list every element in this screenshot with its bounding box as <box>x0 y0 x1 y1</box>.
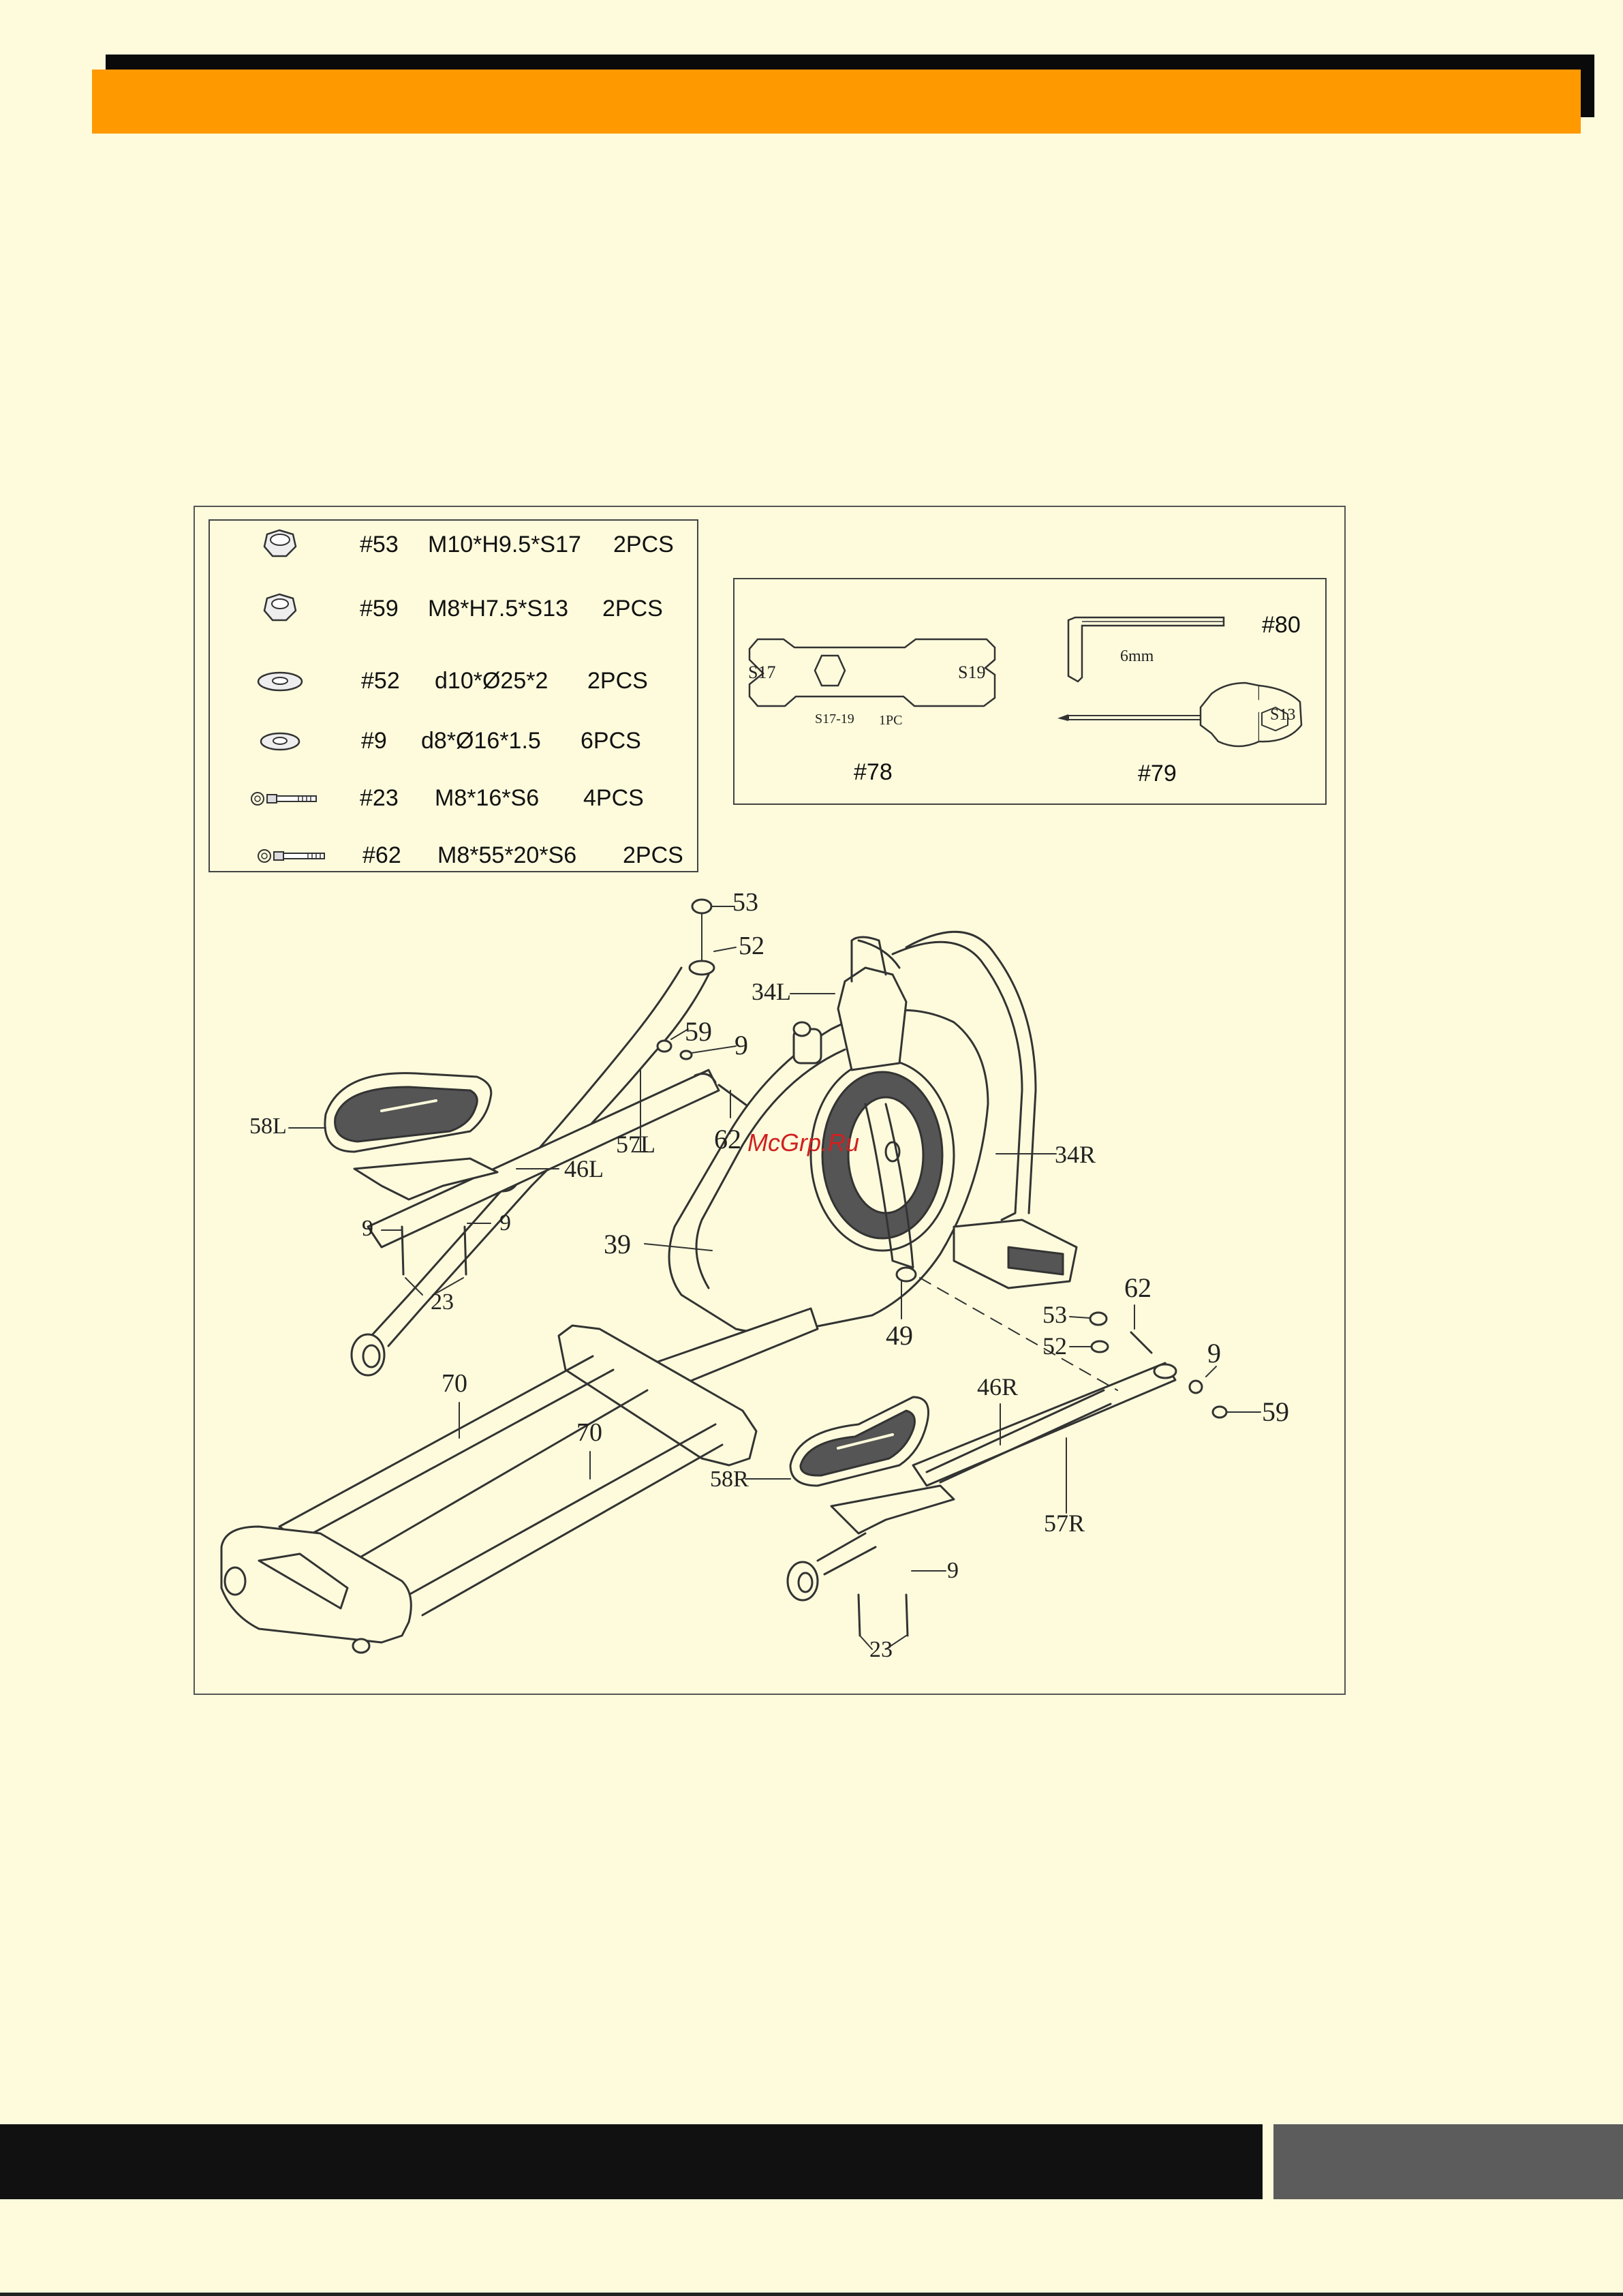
part-label-9: 9 <box>735 1029 748 1061</box>
bolt-icon <box>237 778 326 819</box>
hardware-code: #52 <box>361 668 400 694</box>
part-label-59: 59 <box>685 1015 712 1047</box>
part-label-57R: 57R <box>1044 1509 1085 1537</box>
hardware-code: #62 <box>362 842 401 869</box>
washer-icon <box>237 661 326 702</box>
part-label-53: 53 <box>732 887 758 917</box>
part-label-49: 49 <box>886 1319 913 1351</box>
hardware-spec: M10*H9.5*S17 <box>428 532 581 558</box>
hardware-item: #52 d10*Ø25*2 2PCS <box>210 661 697 702</box>
part-label-9: 9 <box>947 1558 959 1584</box>
part-label-46L: 46L <box>564 1154 604 1183</box>
washer-icon <box>237 721 326 762</box>
hardware-code: #53 <box>360 532 399 558</box>
hardware-qty: 2PCS <box>623 842 683 869</box>
hardware-item: #59 M8*H7.5*S13 2PCS <box>210 589 697 630</box>
hardware-spec: d8*Ø16*1.5 <box>421 728 541 754</box>
hardware-code: #59 <box>360 596 399 622</box>
part-label-62: 62 <box>1124 1272 1151 1304</box>
part-label-62: 62 <box>714 1123 741 1155</box>
part-label-57L: 57L <box>616 1130 655 1159</box>
part-label-46R: 46R <box>977 1373 1018 1401</box>
part-label-52: 52 <box>1042 1332 1067 1360</box>
part-label-70: 70 <box>442 1368 467 1398</box>
part-label-58L: 58L <box>249 1114 287 1139</box>
footer-page-box <box>1273 2124 1623 2199</box>
hardware-spec: M8*16*S6 <box>435 785 539 812</box>
hex-nut-icon <box>237 589 326 630</box>
part-label-39: 39 <box>604 1228 631 1260</box>
footer-bar <box>0 2124 1263 2199</box>
hardware-qty: 2PCS <box>613 532 674 558</box>
hardware-item: #62 M8*55*20*S6 2PCS <box>210 836 697 876</box>
tools-box: S17 S19 S17-19 1PC #78 6mm #80 S13 #79 <box>733 578 1327 805</box>
watermark: McGrp.Ru <box>747 1129 859 1157</box>
part-label-58R: 58R <box>710 1467 749 1493</box>
hardware-spec: M8*H7.5*S13 <box>428 596 568 622</box>
hardware-item: #9 d8*Ø16*1.5 6PCS <box>210 721 697 762</box>
part-label-9: 9 <box>362 1216 373 1242</box>
part-label-9: 9 <box>1207 1337 1221 1369</box>
hardware-item: #23 M8*16*S6 4PCS <box>210 778 697 819</box>
screwdriver-icon <box>735 579 1328 806</box>
hardware-qty: 6PCS <box>581 728 641 754</box>
part-label-34R: 34R <box>1055 1140 1096 1169</box>
hardware-list: #53 M10*H9.5*S17 2PCS #59 M8*H7.5*S13 2P… <box>208 519 698 872</box>
part-label-52: 52 <box>739 931 764 961</box>
hardware-code: #23 <box>360 785 399 812</box>
hardware-qty: 4PCS <box>583 785 644 812</box>
part-label-23: 23 <box>431 1289 454 1315</box>
hardware-item: #53 M10*H9.5*S17 2PCS <box>210 525 697 566</box>
screwdriver-code: #79 <box>1138 761 1177 787</box>
part-label-53: 53 <box>1042 1300 1067 1329</box>
header-bar <box>92 70 1581 134</box>
hardware-qty: 2PCS <box>587 668 648 694</box>
bottom-edge-line <box>0 2293 1623 2296</box>
bolt-icon <box>237 836 326 876</box>
part-label-9: 9 <box>499 1210 511 1236</box>
part-label-34L: 34L <box>752 977 791 1006</box>
part-label-23: 23 <box>869 1637 893 1663</box>
hex-nut-icon <box>237 525 326 566</box>
hardware-code: #9 <box>361 728 387 754</box>
hardware-spec: M8*55*20*S6 <box>437 842 576 869</box>
part-label-59: 59 <box>1262 1396 1289 1428</box>
screwdriver-size: S13 <box>1270 706 1295 724</box>
hardware-spec: d10*Ø25*2 <box>435 668 548 694</box>
part-label-70: 70 <box>576 1418 602 1448</box>
hardware-qty: 2PCS <box>602 596 663 622</box>
